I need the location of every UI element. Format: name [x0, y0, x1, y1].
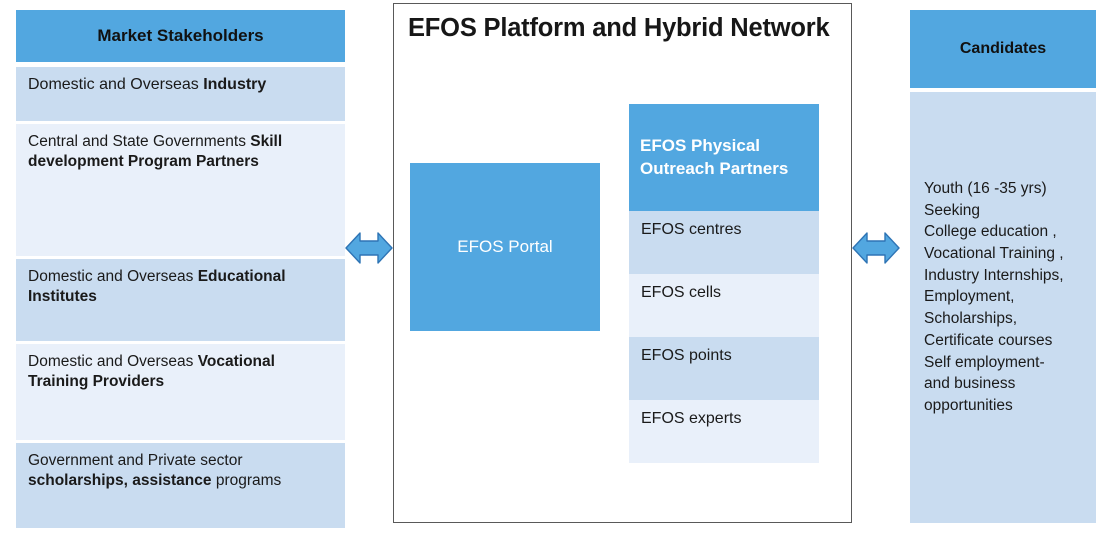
stakeholder-row-scholarships-text: Government and Private sector: [28, 452, 243, 469]
efos-item-experts-label: EFOS experts: [641, 410, 742, 427]
candidates-body-text: Youth (16 -35 yrs) Seeking College educa…: [910, 92, 1096, 523]
candidates-header: Candidates: [910, 10, 1096, 88]
efos-platform-title: EFOS Platform and Hybrid Network: [408, 14, 830, 42]
stakeholder-row-governments[interactable]: Central and State Governments Skill deve…: [16, 124, 345, 256]
stakeholder-row-vocational-training[interactable]: Domestic and Overseas Vocational Trainin…: [16, 344, 345, 440]
market-stakeholders-panel: Market Stakeholders Domestic and Oversea…: [16, 10, 345, 528]
right-double-arrow-icon: [852, 232, 900, 264]
stakeholder-row-scholarships[interactable]: Government and Private sector scholarshi…: [16, 443, 345, 528]
efos-portal-box[interactable]: EFOS Portal: [410, 163, 600, 331]
efos-portal-label: EFOS Portal: [457, 237, 553, 256]
stakeholder-row-scholarships-emphasis: scholarships, assistance: [28, 472, 216, 490]
stakeholder-row-industry[interactable]: Domestic and Overseas Industry: [16, 67, 345, 121]
efos-item-centres-label: EFOS centres: [641, 221, 742, 238]
stakeholder-row-governments-text: Central and State Governments: [28, 133, 251, 150]
stakeholder-row-educational-institutes-text: Domestic and Overseas: [28, 268, 198, 285]
stakeholder-row-educational-institutes-emphasis: Educational Institutes: [28, 268, 286, 306]
stakeholder-row-governments-emphasis: Skill development Program Partners: [28, 133, 283, 171]
left-double-arrow-icon: [345, 232, 393, 264]
efos-item-cells[interactable]: EFOS cells: [629, 274, 819, 337]
stakeholder-row-scholarships-trail: programs: [215, 472, 282, 490]
market-stakeholders-header: Market Stakeholders: [16, 10, 345, 62]
efos-item-points[interactable]: EFOS points: [629, 337, 819, 400]
efos-item-centres[interactable]: EFOS centres: [629, 211, 819, 274]
efos-item-points-label: EFOS points: [641, 347, 732, 364]
stakeholder-row-industry-text: Domestic and Overseas: [28, 76, 204, 93]
stakeholder-row-vocational-training-text: Domestic and Overseas: [28, 353, 198, 370]
efos-physical-outreach-partners-box[interactable]: EFOS Physical Outreach Partners: [629, 104, 819, 211]
candidates-panel: Candidates Youth (16 -35 yrs) Seeking Co…: [910, 10, 1096, 523]
efos-item-cells-label: EFOS cells: [641, 284, 722, 301]
efos-physical-outreach-partners-label: EFOS Physical Outreach Partners: [640, 136, 789, 178]
stakeholder-row-vocational-training-emphasis: Vocational Training Providers: [28, 353, 275, 391]
stakeholder-row-industry-emphasis: Industry: [203, 76, 267, 93]
stakeholder-row-educational-institutes[interactable]: Domestic and Overseas Educational Instit…: [16, 259, 345, 341]
efos-item-experts[interactable]: EFOS experts: [629, 400, 819, 463]
